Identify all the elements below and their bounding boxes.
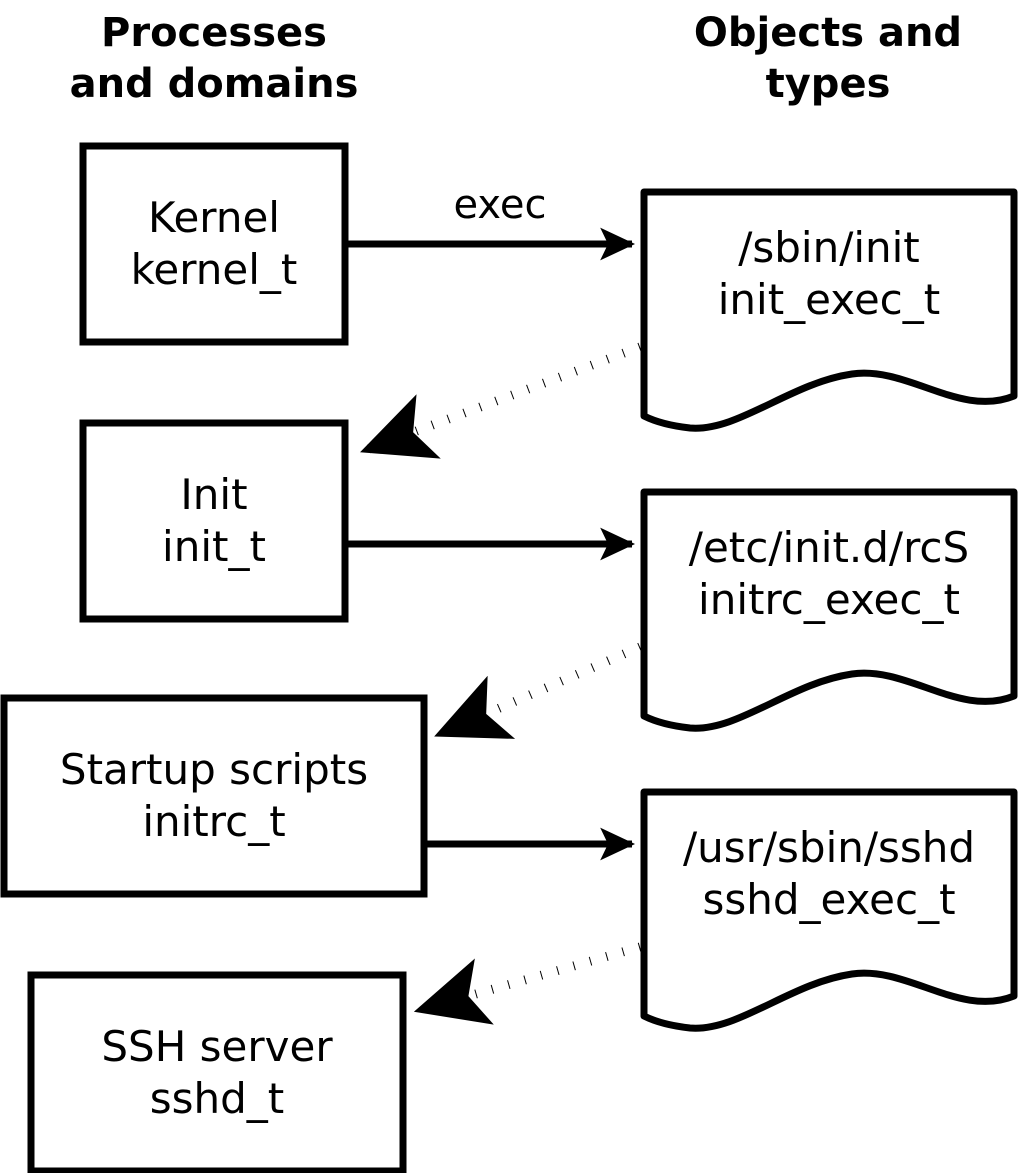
column-header-objects: Objects and types <box>693 10 963 107</box>
edge-init-exec-to-init <box>360 342 642 459</box>
process-box-init[interactable] <box>79 419 349 623</box>
process-box-initrc[interactable] <box>0 694 428 898</box>
object-doc-init-exec[interactable] <box>640 188 1018 432</box>
column-header-processes: Processes and domains <box>69 10 359 107</box>
object-doc-initrc-exec[interactable] <box>640 488 1018 732</box>
process-box-kernel[interactable] <box>79 142 349 346</box>
edge-sshd-exec-to-sshd <box>413 942 642 1025</box>
edge-initrc-exec-to-initrc <box>434 642 642 739</box>
object-doc-sshd-exec[interactable] <box>640 788 1018 1032</box>
process-box-sshd[interactable] <box>27 971 407 1173</box>
edge-label-exec: exec <box>453 182 547 228</box>
